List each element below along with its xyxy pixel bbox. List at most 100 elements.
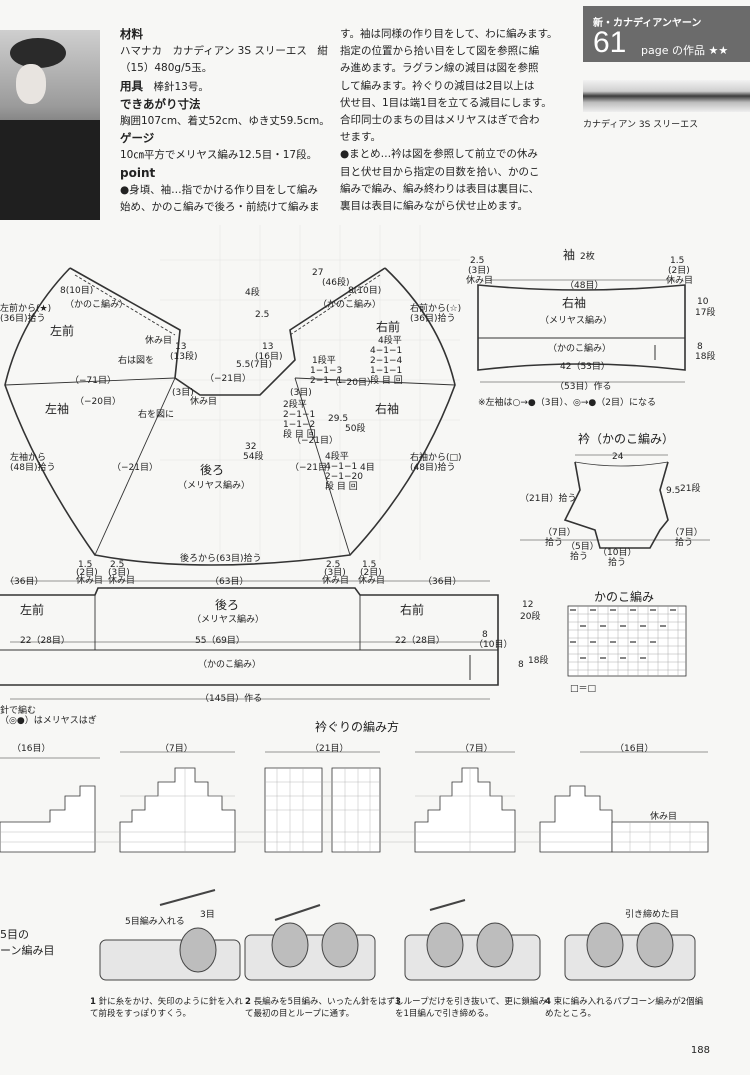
page-label: page の作品 ★★ bbox=[641, 44, 729, 57]
body-height: 8 bbox=[482, 630, 488, 640]
body-top-back: （63目） bbox=[210, 577, 249, 587]
body-height: 20段 bbox=[520, 612, 541, 622]
yoke-left-front: 左前 bbox=[50, 324, 75, 338]
sleeve-label: 休み目 bbox=[666, 276, 694, 286]
yoke-label: (46段) bbox=[322, 278, 350, 288]
yoke-label: 13 bbox=[262, 342, 274, 352]
yoke-label: 2段平 bbox=[283, 400, 307, 410]
yoke-label: （−20目） bbox=[75, 397, 121, 407]
yoke-label: 2−1−20 bbox=[325, 472, 363, 482]
collar-label: （7目） bbox=[543, 528, 576, 538]
model-face bbox=[16, 64, 46, 104]
sleeve-bottom-width: 42（53目） bbox=[560, 362, 610, 372]
kanoko-chart bbox=[567, 605, 687, 677]
sleeve-label: 10 bbox=[697, 297, 709, 307]
body-left-front: 左前 bbox=[20, 603, 45, 617]
body-label: 休み目 bbox=[76, 576, 104, 586]
popcorn-tag: 5目編み入れる bbox=[125, 917, 185, 927]
collar-label: 拾う bbox=[570, 552, 589, 562]
tools-title: 用具 bbox=[120, 78, 143, 93]
collar-label: 21段 bbox=[680, 484, 701, 494]
yoke-left-sleeve: 左袖 bbox=[45, 402, 70, 416]
step-text: 針に糸をかけ、矢印のように針を入れて前段をすっぽりすくう。 bbox=[90, 997, 243, 1019]
step-number: 1 bbox=[90, 997, 96, 1007]
materials-line: （15）480g/5玉。 bbox=[120, 62, 213, 75]
kanoko-chart-title: かのこ編み bbox=[594, 590, 655, 604]
yoke-label: 4段平 bbox=[378, 336, 402, 346]
beret bbox=[10, 38, 66, 68]
yoke-label: 2−1−1 bbox=[283, 410, 316, 420]
yoke-right-sleeve: 右袖 bbox=[375, 402, 400, 416]
yoke-label: 右は図を bbox=[118, 356, 155, 366]
yoke-kanoko-left: （かのこ編み） bbox=[65, 300, 129, 310]
yoke-label: 29.5 bbox=[328, 414, 349, 424]
yoke-label: 2.5 bbox=[255, 310, 270, 320]
background-grid bbox=[160, 225, 460, 560]
step-text: ループだけを引き抜いて、更に鎖編みを1目編んで引き締める。 bbox=[395, 997, 547, 1019]
body-label: 休み目 bbox=[322, 576, 350, 586]
materials-block: 材料 ハマナカ カナディアン 3S スリーエス 紺 （15）480g/5玉。 用… bbox=[120, 26, 335, 216]
step-number: 2 bbox=[245, 997, 251, 1007]
instruction-line: 裏目は表目に編みながら伏せ止めます。 bbox=[340, 200, 528, 213]
body-back: 後ろ bbox=[215, 598, 240, 612]
yoke-label: 54段 bbox=[243, 452, 264, 462]
sleeve-title: 袖 bbox=[563, 248, 576, 262]
pattern-number: 61 bbox=[593, 26, 627, 59]
yoke-label: 1段平 bbox=[312, 356, 336, 366]
yoke-label: 5.5(7目) bbox=[236, 360, 273, 370]
body-diagram bbox=[0, 580, 499, 700]
neck-count: （16目） bbox=[12, 744, 51, 754]
step-number: 4 bbox=[545, 997, 551, 1007]
instruction-line: す。袖は同様の作り目をして、わに編みます。 bbox=[340, 28, 558, 40]
yoke-label: (48目)拾う bbox=[410, 463, 456, 473]
sleeve-label: 18段 bbox=[695, 352, 716, 362]
sleeve-top-width: （48目） bbox=[565, 281, 604, 291]
yoke-label: (13段) bbox=[170, 352, 198, 362]
sleeve-stitch: （メリヤス編み） bbox=[540, 316, 613, 326]
popcorn-illustrations bbox=[99, 889, 696, 981]
collar-label: （21目）拾う bbox=[520, 494, 577, 504]
yoke-label: （−20目） bbox=[330, 378, 376, 388]
yoke-label: 1−1−2 bbox=[283, 420, 316, 430]
gauge-value: 10㎝平方でメリヤス編み12.5目・17段。 bbox=[120, 149, 318, 162]
collar-width: 24 bbox=[612, 452, 624, 462]
body-height: 8 bbox=[518, 660, 524, 670]
body-top-left: （36目） bbox=[5, 577, 44, 587]
collar-label: 拾う bbox=[675, 538, 694, 548]
instructions-block: す。袖は同様の作り目をして、わに編みます。 指定の位置から拾い目をして図を参照に… bbox=[340, 26, 570, 215]
sleeve-label: 1.5 bbox=[670, 256, 685, 266]
yoke-label: 27 bbox=[312, 268, 324, 278]
step-text: 長編みを5目編み、いったん針をはずして最初の目とループに通す。 bbox=[245, 997, 404, 1019]
sleeve-label: 8 bbox=[697, 342, 703, 352]
point-title: point bbox=[120, 165, 156, 180]
body-right-front: 右前 bbox=[400, 603, 425, 617]
sleeve-kanoko: （かのこ編み） bbox=[548, 344, 612, 354]
instruction-line: 合印同士のまちの目はメリヤスはぎで合わ bbox=[340, 114, 540, 127]
point-line: ●身頃、袖…指でかける作り目をして編み bbox=[120, 183, 318, 196]
neck-count: （16目） bbox=[615, 744, 654, 754]
yoke-label: 段 目 回 bbox=[370, 376, 403, 386]
body-label: 休み目 bbox=[108, 576, 136, 586]
body-width-right: 22（28目） bbox=[395, 636, 445, 646]
yoke-label: 1−1−1 bbox=[370, 366, 403, 376]
tools-value: 棒針13号。 bbox=[153, 80, 209, 93]
yoke-back-stitch: （メリヤス編み） bbox=[178, 481, 251, 491]
popcorn-tag: 3目 bbox=[200, 910, 215, 920]
body-label: (2目) bbox=[360, 568, 382, 578]
materials-line: ハマナカ カナディアン 3S スリーエス 紺 bbox=[120, 45, 328, 58]
size-value: 胸囲107cm、着丈52cm、ゆき丈59.5cm。 bbox=[120, 115, 330, 128]
yoke-label: 後ろから(63目)拾う bbox=[180, 554, 262, 564]
kanoko-legend: □＝□ bbox=[570, 684, 597, 694]
sleeve-label: (3目) bbox=[468, 266, 490, 276]
yoke-label: (36目)拾う bbox=[410, 314, 456, 324]
instruction-line: み進めます。ラグラン線の減目は図を参照 bbox=[340, 62, 539, 75]
collar-label: 拾う bbox=[545, 538, 564, 548]
yoke-label: （−21目） bbox=[112, 463, 158, 473]
yoke-label: （−21目） bbox=[292, 436, 338, 446]
instruction-line: 目と伏せ目から指定の目数を拾い、かのこ bbox=[340, 165, 540, 178]
model-coat bbox=[0, 120, 100, 220]
collar-label: （10目） bbox=[598, 548, 637, 558]
yoke-label: (16目) bbox=[255, 352, 283, 362]
collar-label: 9.5 bbox=[666, 486, 681, 496]
pattern-header: 新・カナディアンヤーン 61 page の作品 ★★ bbox=[583, 6, 750, 62]
